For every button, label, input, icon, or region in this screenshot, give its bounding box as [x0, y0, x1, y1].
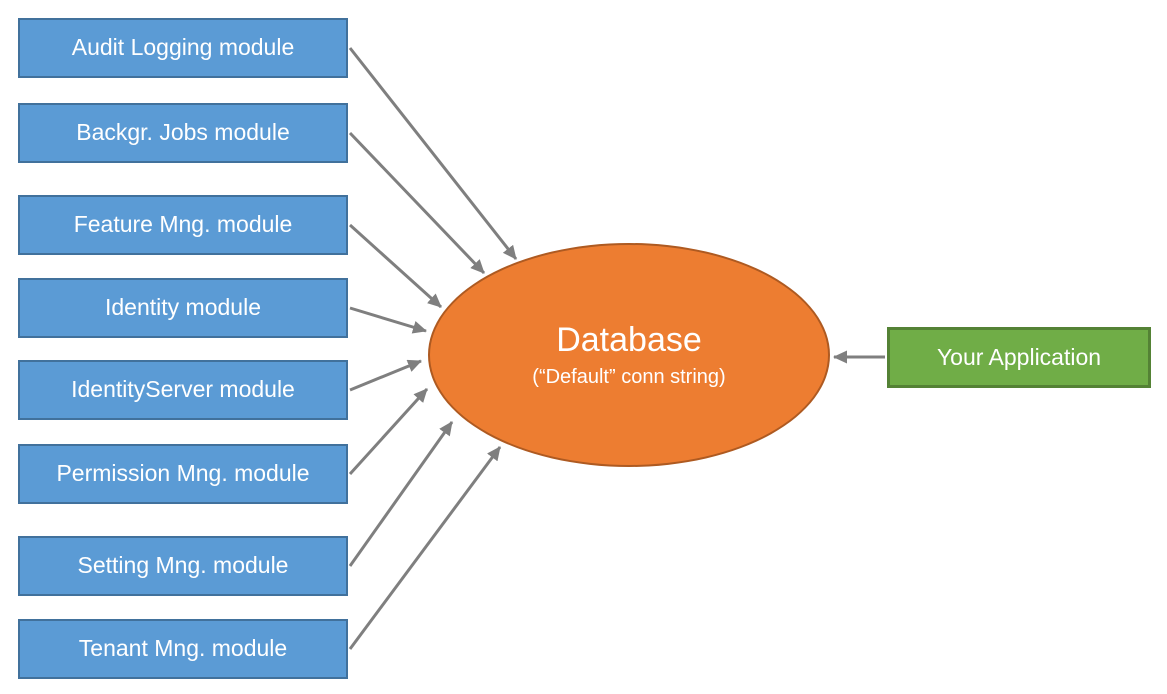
module-box-tenant-mng-module: Tenant Mng. module [18, 619, 348, 679]
connector-arrow-audit-logging-module [348, 47, 518, 260]
module-box-feature-mng-module: Feature Mng. module [18, 195, 348, 255]
module-box-backgr-jobs-module: Backgr. Jobs module [18, 103, 348, 163]
connector-arrow-permission-mng-module [348, 387, 429, 476]
connector-arrow-setting-mng-module [348, 421, 454, 567]
your-application-label: Your Application [936, 344, 1102, 370]
your-application-box: Your Application [887, 327, 1151, 388]
module-box-identity-module: Identity module [18, 278, 348, 338]
connector-arrow-identityserver-module [349, 359, 422, 392]
module-box-identityserver-module: IdentityServer module [18, 360, 348, 420]
module-label: Audit Logging module [71, 34, 295, 61]
connector-arrow-backgr-jobs-module [348, 131, 486, 275]
module-label: Identity module [105, 294, 261, 321]
database-title: Database [556, 320, 702, 359]
connector-arrow-identity-module [349, 306, 427, 334]
module-label: Feature Mng. module [73, 211, 293, 238]
module-box-audit-logging-module: Audit Logging module [18, 18, 348, 78]
module-label: Tenant Mng. module [78, 635, 288, 662]
module-label: Backgr. Jobs module [76, 119, 290, 146]
connector-arrow-feature-mng-module [348, 223, 443, 309]
module-label: Setting Mng. module [77, 552, 289, 579]
database-ellipse: Database (“Default” conn string) [428, 243, 830, 467]
module-box-setting-mng-module: Setting Mng. module [18, 536, 348, 596]
database-subtitle: (“Default” conn string) [532, 366, 726, 389]
module-label: Permission Mng. module [56, 460, 310, 487]
module-box-permission-mng-module: Permission Mng. module [18, 444, 348, 504]
module-label: IdentityServer module [71, 376, 295, 403]
connector-arrow-tenant-mng-module [348, 446, 502, 650]
